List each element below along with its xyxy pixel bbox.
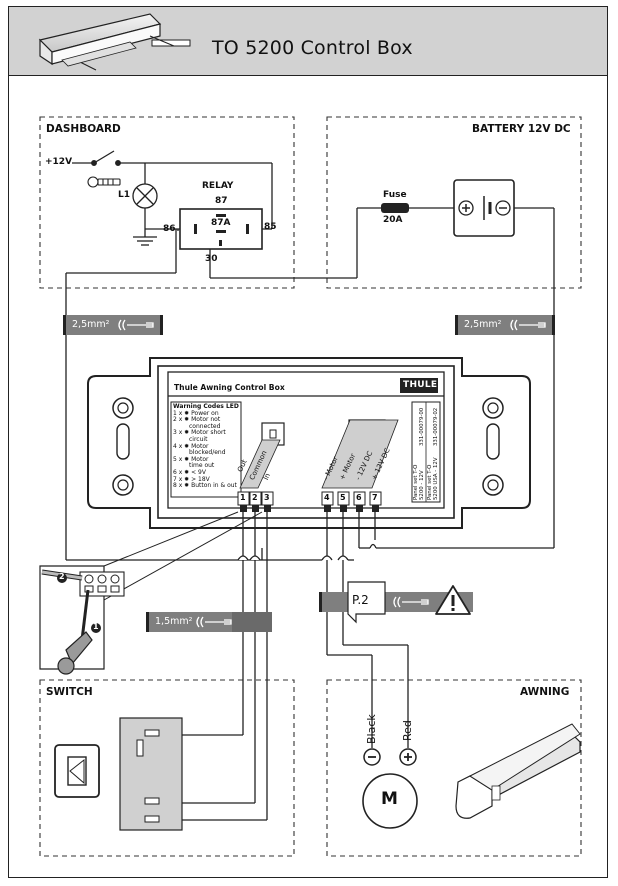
motor-wire-black: Black	[365, 714, 378, 744]
section-label-dashboard: DASHBOARD	[46, 123, 121, 135]
cable-band-left	[63, 315, 163, 335]
detail-step-markers	[57, 573, 101, 633]
page-title: TO 5200 Control Box	[212, 37, 413, 59]
fuse-rating: 20A	[383, 215, 403, 225]
dashboard-section	[39, 116, 295, 289]
warning-code: 1 x ✹ Power on	[173, 409, 219, 417]
awning-profile-icon	[455, 723, 581, 819]
warning-code: time out	[189, 462, 215, 470]
fuse-icon	[381, 203, 409, 213]
fuse-label: Fuse	[383, 190, 407, 200]
warning-code: 4 x ✹ Motor	[173, 442, 209, 450]
awning-illustration-icon	[38, 13, 191, 71]
warning-code: circuit	[189, 435, 208, 443]
terminal-number: 5	[340, 493, 346, 502]
panel-text: 5200 - 12V	[419, 470, 425, 500]
panel-text: 5200 USA - 12V	[433, 457, 439, 500]
cable-tie-icon	[510, 319, 546, 331]
warning-code: 6 x ✹ < 9V	[173, 468, 206, 476]
cable-label-right: 2,5mm²	[464, 319, 502, 330]
control-box-title: Thule Awning Control Box	[174, 383, 285, 392]
terminal-number: 3	[264, 493, 270, 502]
motor-symbol: M	[381, 789, 398, 809]
relay-title: RELAY	[202, 181, 234, 191]
warning-code: 7 x ✹ > 18V	[173, 475, 210, 483]
warning-code: 2 x ✹ Motor not	[173, 416, 221, 424]
motor-wire-red: Red	[401, 720, 414, 741]
switch-section	[39, 679, 295, 857]
panel-code: 331-00079-00	[419, 407, 425, 446]
warning-codes-panel: Warning Codes LED 1 x ✹ Power on 2 x ✹ M…	[173, 403, 241, 490]
cable-tie-icon	[118, 319, 154, 331]
warning-code: 5 x ✹ Motor	[173, 455, 209, 463]
lamp-label: L1	[118, 190, 130, 200]
relay-pin-87a: 87A	[211, 218, 231, 228]
brand-logo: THULE	[403, 380, 438, 390]
battery-section	[326, 116, 582, 289]
awning-section	[326, 679, 582, 857]
motor-terminals	[363, 748, 417, 766]
warning-code: 3 x ✹ Motor short	[173, 429, 226, 437]
relay-pin-86: 86	[163, 224, 176, 234]
control-box	[87, 357, 531, 529]
motor-icon	[362, 773, 418, 829]
lamp-icon	[132, 183, 158, 209]
step-marker-2: 2	[59, 572, 65, 581]
terminal-number: 4	[324, 493, 330, 502]
key-icon	[87, 176, 121, 188]
cable-label-signal: 1,5mm²	[155, 616, 193, 627]
terminal-number: 1	[240, 493, 246, 502]
relay-pin-30: 30	[205, 254, 218, 264]
panel-code: 331-00079-02	[433, 407, 439, 446]
step-marker-1: 1	[93, 622, 99, 631]
motor-ref-label: P.2	[352, 593, 369, 607]
battery-icon	[453, 179, 515, 237]
warning-icon	[435, 585, 471, 615]
relay-pin-85: 85	[264, 222, 277, 232]
terminal-number: 2	[252, 493, 258, 502]
section-label-battery: BATTERY 12V DC	[472, 123, 571, 135]
cable-band-motor	[319, 581, 473, 624]
relay-pin-87: 87	[215, 196, 228, 206]
rocker-switch-icon	[54, 744, 100, 798]
cable-tie-icon	[393, 596, 429, 608]
supply-label: +12V	[45, 157, 73, 167]
cable-label-left: 2,5mm²	[72, 319, 110, 330]
relay-block	[179, 208, 263, 250]
screwdriver-icon	[57, 589, 93, 675]
terminal-number: 7	[372, 493, 378, 502]
warning-code: connected	[189, 422, 221, 430]
section-label-switch: SWITCH	[46, 686, 93, 698]
warning-heading: Warning Codes LED	[173, 403, 239, 410]
terminal-number: 6	[356, 493, 362, 502]
warning-code: blocked/end	[189, 449, 226, 457]
cable-band-right	[455, 315, 555, 335]
warning-code: 8 x ✹ Button in & out	[173, 482, 237, 490]
switch-back-plate	[119, 717, 183, 831]
cable-tie-icon	[196, 616, 232, 628]
section-label-awning: AWNING	[520, 686, 570, 698]
